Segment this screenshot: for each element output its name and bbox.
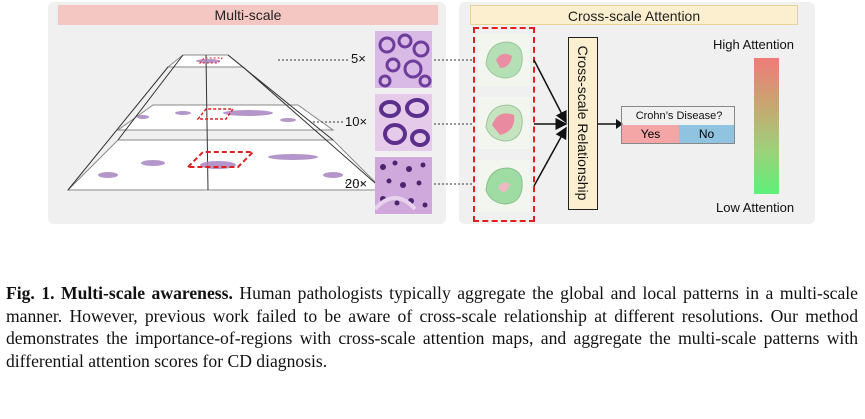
attention-map-10x: [478, 97, 530, 149]
pyramid-diagram: [66, 54, 385, 191]
cross-scale-relationship-box: [568, 37, 598, 210]
no-option: No: [679, 125, 734, 143]
caption-text: Human pathologists typically aggregate t…: [6, 283, 858, 371]
slide-10x: [116, 104, 335, 131]
attention-colorbar: [754, 58, 779, 194]
scale-label-20x: 20×: [345, 176, 368, 191]
tissue-tile-5x: [375, 31, 432, 88]
high-attention-label: High Attention: [713, 37, 794, 52]
selection-10x: [196, 108, 235, 120]
cross-scale-attention-header: Cross-scale Attention: [470, 5, 798, 25]
caption-title: Multi-scale awareness.: [61, 283, 233, 303]
tile-connectors: [434, 59, 474, 185]
diagnosis-question: Crohn’s Disease?: [635, 110, 723, 122]
selection-5x: [198, 57, 224, 64]
figure-caption: Fig. 1. Multi-scale awareness. Human pat…: [6, 282, 858, 372]
low-attention-label: Low Attention: [716, 200, 795, 215]
aggregation-arrows: [533, 59, 568, 187]
classifier-arrow: [598, 119, 623, 129]
scale-label-10x: 10×: [345, 114, 368, 129]
attention-map-5x: [478, 34, 530, 86]
multi-scale-header: Multi-scale: [58, 5, 438, 25]
scale-label-5x: 5×: [351, 51, 366, 66]
attention-map-20x: [478, 160, 530, 212]
tissue-tile-10x: [375, 94, 432, 151]
yes-option: Yes: [622, 125, 679, 143]
cross-scale-relationship-label: Cross-scale Relationship: [575, 45, 591, 201]
caption-label: Fig. 1.: [6, 283, 55, 303]
tissue-tile-20x: [375, 157, 432, 214]
diagnosis-box: [621, 106, 735, 144]
